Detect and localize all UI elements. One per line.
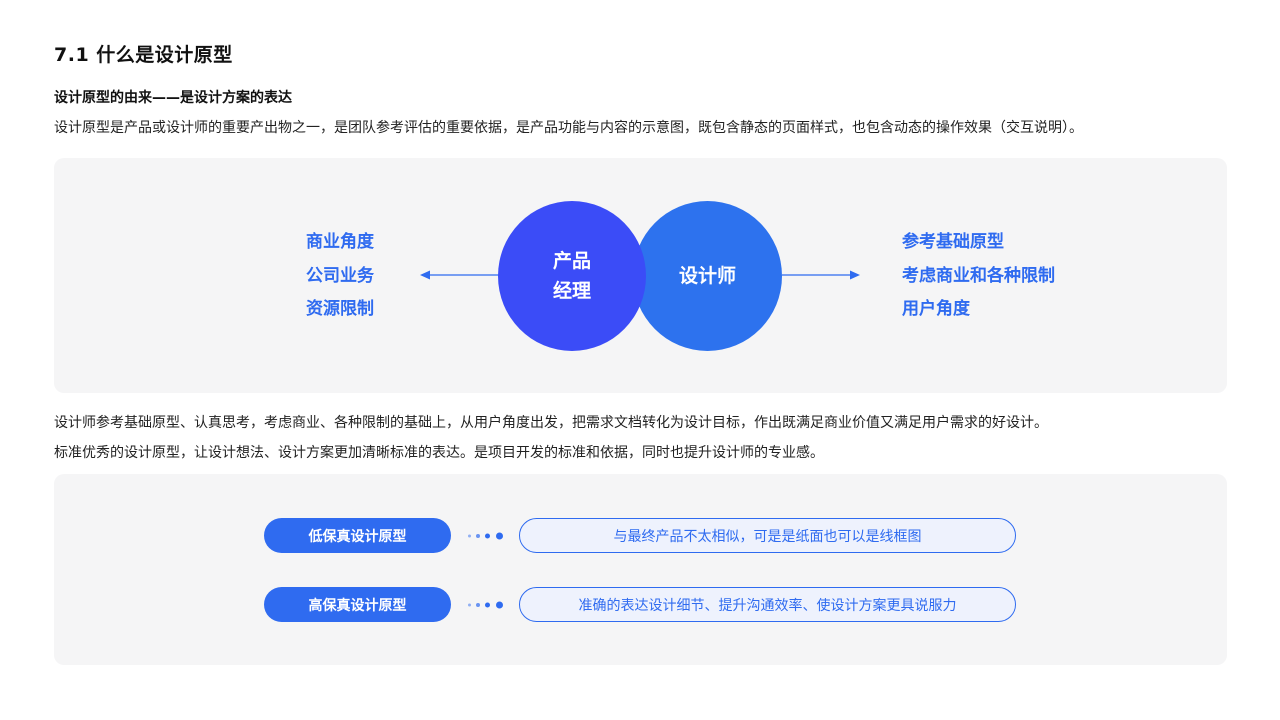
section-subtitle: 设计原型的由来——是设计方案的表达	[54, 90, 292, 106]
list-item: 参考基础原型	[902, 232, 1004, 252]
high-fidelity-description: 准确的表达设计细节、提升沟通效率、使设计方案更具说服力	[519, 587, 1016, 622]
page-title: 7.1 什么是设计原型	[54, 44, 233, 66]
paragraph-designer-process: 设计师参考基础原型、认真思考，考虑商业、各种限制的基础上，从用户角度出发，把需求…	[54, 415, 1048, 431]
fidelity-panel: 低保真设计原型 与最终产品不太相似，可是是纸面也可以是线框图 高保真设计原型 准…	[54, 474, 1227, 665]
list-item: 用户角度	[902, 299, 970, 319]
low-fidelity-description: 与最终产品不太相似，可是是纸面也可以是线框图	[519, 518, 1016, 553]
designer-considerations-list: 参考基础原型 考虑商业和各种限制 用户角度	[902, 226, 1055, 327]
list-item: 考虑商业和各种限制	[902, 265, 1055, 286]
right-arrow	[782, 270, 860, 280]
business-factors-list: 商业角度 公司业务 资源限制	[306, 226, 374, 327]
connector-dots	[468, 532, 508, 540]
low-fidelity-label: 低保真设计原型	[264, 518, 451, 553]
intro-description: 设计原型是产品或设计师的重要产出物之一，是团队参考评估的重要依据，是产品功能与内…	[54, 120, 1083, 136]
pm-label-line2: 经理	[552, 280, 591, 302]
list-item: 资源限制	[306, 299, 374, 319]
list-item: 商业角度	[306, 232, 374, 252]
list-item: 公司业务	[306, 265, 374, 286]
designer-circle: 设计师	[633, 201, 782, 351]
pm-label-line1: 产品	[552, 250, 591, 272]
product-manager-circle: 产品 经理	[498, 201, 646, 351]
connector-dots	[468, 601, 508, 609]
left-arrow	[420, 270, 502, 280]
role-diagram-panel: 商业角度 公司业务 资源限制 设计师 产品 经理 参考基础原型 考虑商业和各种限…	[54, 158, 1227, 393]
designer-label: 设计师	[678, 265, 736, 287]
high-fidelity-label: 高保真设计原型	[264, 587, 451, 622]
paragraph-prototype-value: 标准优秀的设计原型，让设计想法、设计方案更加清晰标准的表达。是项目开发的标准和依…	[54, 445, 824, 461]
